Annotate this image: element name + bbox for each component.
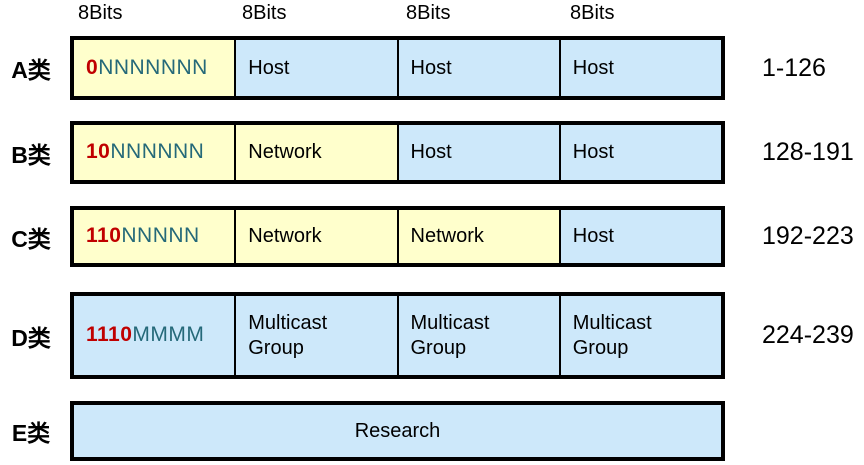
class-c-range: 192-223 bbox=[762, 222, 854, 250]
bits-header-label: 8Bits bbox=[78, 2, 123, 24]
class-c-bits-cell: 110NNNNN bbox=[74, 210, 235, 263]
class-b-bits-cell: 10NNNNNN bbox=[74, 125, 235, 180]
class-b-cell-4: Host bbox=[558, 125, 721, 180]
class-b-label: B类 bbox=[11, 141, 51, 168]
class-b-range: 128-191 bbox=[762, 138, 854, 166]
class-e-cell: Research bbox=[74, 405, 721, 457]
class-a-range: 1-126 bbox=[762, 53, 826, 82]
bit-pattern: 10NNNNNN bbox=[86, 140, 205, 164]
class-b-cell-3: Host bbox=[396, 125, 559, 180]
class-a-row: 0NNNNNNN Host Host Host bbox=[70, 36, 725, 100]
class-a-cell-2: Host bbox=[234, 40, 397, 96]
class-d-cell-2: Multicast Group bbox=[234, 296, 397, 375]
bit-pattern: 110NNNNN bbox=[86, 224, 200, 248]
class-a-bits-cell: 0NNNNNNN bbox=[74, 40, 235, 96]
bits-header-label: 8Bits bbox=[242, 2, 287, 24]
class-a-cell-3: Host bbox=[396, 40, 559, 96]
class-d-cell-3: Multicast Group bbox=[396, 296, 559, 375]
class-d-cell-4: Multicast Group bbox=[558, 296, 721, 375]
class-c-row: 110NNNNN Network Network Host bbox=[70, 206, 725, 267]
class-c-cell-2: Network bbox=[234, 210, 397, 263]
class-c-label: C类 bbox=[11, 225, 51, 252]
class-d-row: 1110MMMM Multicast Group Multicast Group… bbox=[70, 292, 725, 379]
bit-pattern: 0NNNNNNN bbox=[86, 55, 208, 79]
bits-header-label: 8Bits bbox=[406, 2, 451, 24]
bits-header-label: 8Bits bbox=[570, 2, 615, 24]
class-a-cell-4: Host bbox=[558, 40, 721, 96]
class-a-label: A类 bbox=[11, 57, 51, 83]
class-e-range bbox=[762, 401, 864, 461]
bit-pattern: 1110MMMM bbox=[86, 323, 205, 347]
class-b-row: 10NNNNNN Network Host Host bbox=[70, 121, 725, 184]
class-d-label: D类 bbox=[11, 324, 51, 351]
class-e-label: E类 bbox=[11, 420, 51, 446]
class-b-cell-2: Network bbox=[234, 125, 397, 180]
class-d-range: 224-239 bbox=[762, 321, 854, 349]
class-c-cell-4: Host bbox=[558, 210, 721, 263]
class-d-bits-cell: 1110MMMM bbox=[74, 296, 235, 375]
class-c-cell-3: Network bbox=[396, 210, 559, 263]
class-e-row: Research bbox=[70, 401, 725, 461]
